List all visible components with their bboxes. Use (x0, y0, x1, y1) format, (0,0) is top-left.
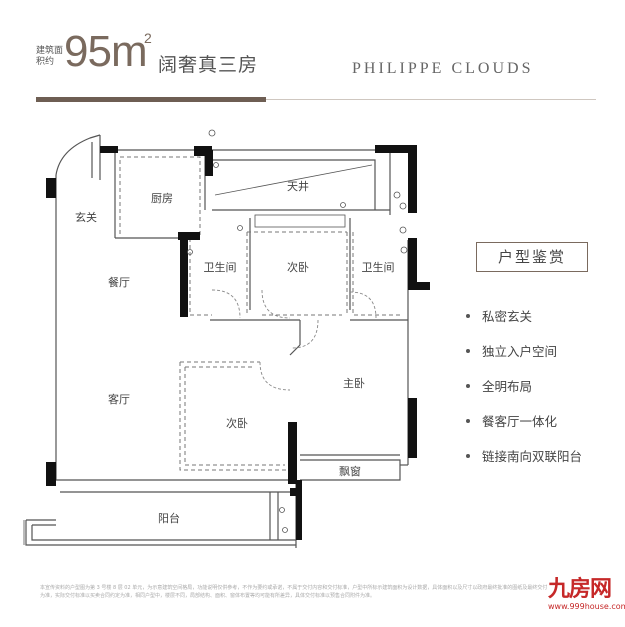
plan-door-swings (211, 289, 377, 391)
bullet-icon (466, 348, 470, 353)
plan-dashed-partitions (119, 156, 400, 471)
room-label-balcony: 阳台 (158, 512, 180, 525)
feature-item: 私密玄关 (466, 298, 582, 333)
room-label-dining: 餐厅 (108, 276, 130, 289)
feature-list: 私密玄关 独立入户空间 全明布局 餐客厅一体化 链接南向双联阳台 (466, 298, 582, 473)
room-label-bedroom-top: 次卧 (287, 261, 309, 274)
room-label-living: 客厅 (108, 393, 130, 406)
bullet-icon (466, 453, 470, 458)
area-label: 建筑面积约 (36, 46, 64, 67)
room-label-master: 主卧 (343, 377, 365, 390)
area-superscript: 2 (144, 30, 152, 46)
watermark: 九房网 www.999house.com (548, 577, 625, 612)
brand-name: PHILIPPE CLOUDS (352, 60, 534, 77)
plan-thin-walls (25, 134, 409, 548)
feature-item: 餐客厅一体化 (466, 403, 582, 438)
section-title: 户型鉴赏 (497, 248, 566, 266)
section-title-box: 户型鉴赏 (476, 242, 588, 272)
feature-item: 独立入户空间 (466, 333, 582, 368)
room-label-bath-left: 卫生间 (203, 261, 237, 274)
header-divider (266, 99, 596, 100)
room-label-kitchen: 厨房 (151, 192, 173, 205)
plan-structural-walls (46, 145, 430, 540)
watermark-logo: 九房网 (548, 577, 612, 602)
feature-item: 链接南向双联阳台 (466, 438, 582, 473)
plan-fixtures (23, 129, 408, 545)
feature-item: 全明布局 (466, 368, 582, 403)
room-label-bay-window: 飘窗 (339, 465, 361, 478)
disclaimer-text: 本宣传资料的户型图为第 3 号楼 8 层 02 单元，为示意建筑空间格局，功能说… (40, 585, 548, 599)
room-label-bath-right: 卫生间 (361, 261, 395, 274)
area-value: 95m (64, 27, 148, 76)
room-label-foyer: 玄关 (75, 211, 97, 224)
plan-title: 阔奢真三房 (158, 54, 259, 76)
bullet-icon (466, 313, 470, 318)
watermark-url: www.999house.com (548, 602, 625, 611)
bullet-icon (466, 383, 470, 388)
header-accent-bar (36, 97, 266, 102)
bullet-icon (466, 418, 470, 423)
room-label-bedroom-mid: 次卧 (226, 417, 248, 430)
room-label-light-well: 天井 (287, 180, 309, 193)
